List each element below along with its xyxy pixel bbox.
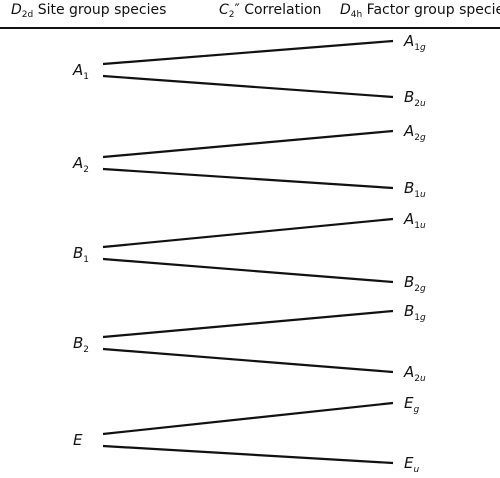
correlation-line (102, 347, 394, 374)
header-correlation: C2″ Correlation (219, 2, 322, 20)
factor-species-label: Eu (404, 454, 420, 475)
site-species-label: A2 (73, 154, 89, 175)
site-species-label: E (73, 431, 83, 449)
header-site-group: D2d Site group species (11, 2, 167, 20)
header-rule (0, 27, 500, 29)
site-species-label: B2 (73, 334, 90, 355)
correlation-line (102, 217, 394, 249)
correlation-line (102, 39, 394, 66)
header-factor-group: D4h Factor group species (340, 2, 500, 20)
factor-species-label: A2u (404, 363, 426, 384)
correlation-line (102, 74, 394, 99)
factor-species-label: A2g (404, 122, 426, 143)
factor-species-label: A1u (404, 210, 426, 231)
factor-species-label: B2u (404, 88, 426, 109)
factor-species-label: B2g (404, 273, 426, 294)
factor-species-label: B1u (404, 179, 426, 200)
factor-species-label: B1g (404, 302, 426, 323)
correlation-line (102, 257, 394, 284)
factor-species-label: A1g (404, 32, 426, 53)
factor-species-label: Eg (404, 394, 420, 415)
correlation-line (102, 444, 394, 465)
correlation-line (102, 167, 394, 190)
correlation-line (102, 401, 394, 436)
site-species-label: B1 (73, 244, 90, 265)
correlation-line (102, 129, 394, 159)
correlation-line (102, 309, 394, 339)
site-species-label: A1 (73, 61, 89, 82)
